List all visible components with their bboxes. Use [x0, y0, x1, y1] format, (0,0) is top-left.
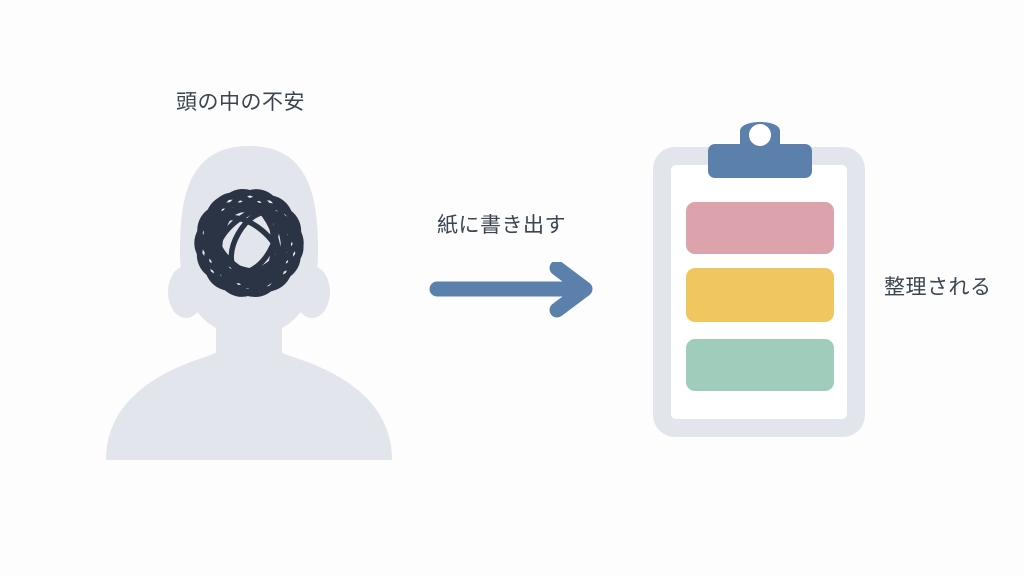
clipboard-icon	[653, 122, 865, 437]
clip-hole	[749, 124, 771, 146]
person-silhouette-icon	[106, 146, 392, 460]
task-bar-green	[686, 339, 834, 391]
person-head	[180, 146, 318, 336]
label-worry-in-head: 頭の中の不安	[176, 90, 305, 114]
label-gets-organized: 整理される	[884, 275, 992, 299]
task-bar-red	[686, 202, 834, 254]
person-shoulders	[106, 348, 392, 460]
clipboard-clip-icon	[708, 122, 812, 178]
clip-bar	[708, 144, 812, 178]
label-write-on-paper: 紙に書き出す	[437, 213, 566, 237]
right-arrow-icon	[429, 262, 593, 318]
arrow-head	[549, 262, 593, 318]
task-bar-yellow	[686, 268, 834, 322]
tangled-scribble-icon	[194, 188, 304, 298]
